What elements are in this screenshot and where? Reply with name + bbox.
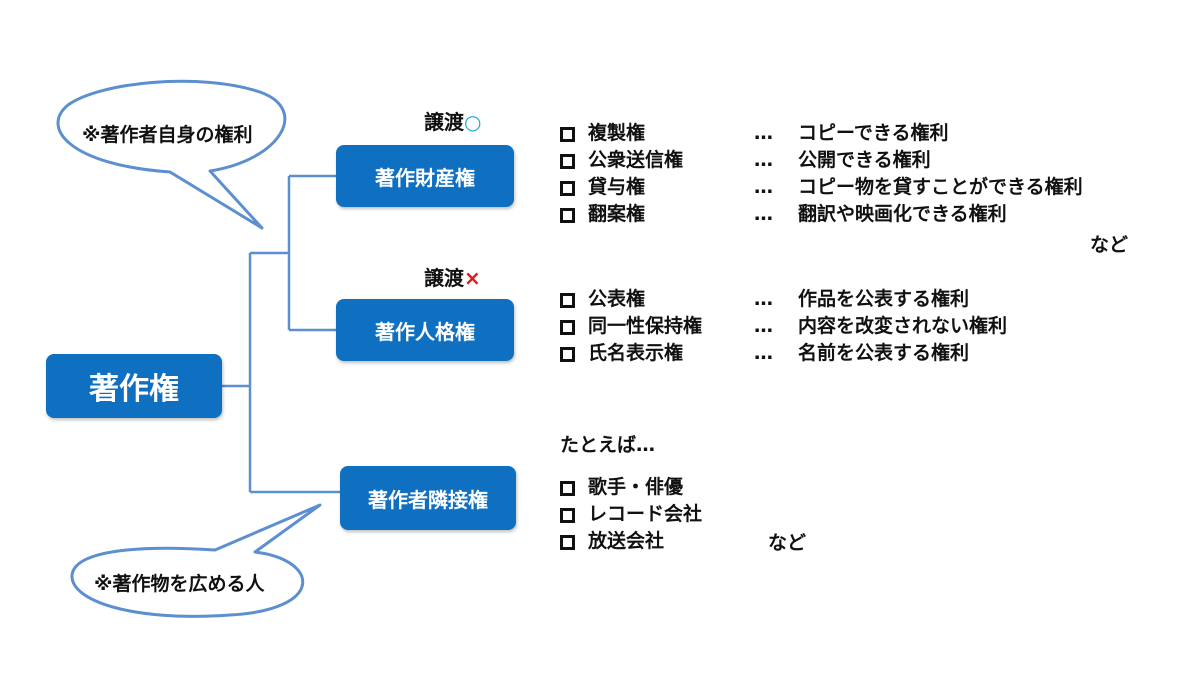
list-item: レコード会社 [560,501,860,528]
list-item-term: 公衆送信権 [588,149,684,171]
list-item-description: コピーできる権利 [798,122,949,144]
list-item-description: コピー物を貸すことができる権利 [798,176,1083,198]
list-item-separator: … [754,176,773,198]
circle-mark-icon: ○ [464,110,482,134]
list-item-term: 貸与権 [588,176,646,198]
checkbox-square-icon [560,127,575,142]
list-item: 同一性保持権 … 内容を改変されない権利 [560,313,1160,340]
list-item-term: 歌手・俳優 [588,476,684,498]
list-item-separator: … [754,122,773,144]
list-item-description: 内容を改変されない権利 [798,315,1008,337]
node-copyright: 著作権 [46,354,222,418]
callout-bottom-text: ※著作物を広める人 [94,573,265,595]
transfer-label: 譲渡 [424,266,464,290]
callout-bubble-top [56,79,287,230]
list-item-term: 翻案権 [588,203,646,225]
checkbox-square-icon [560,535,575,550]
checkbox-square-icon [560,320,575,335]
list-item-separator: … [754,315,773,337]
transfer-property: 譲渡○ [424,106,481,135]
list-item-term: レコード会社 [588,503,703,525]
list-item: 貸与権 … コピー物を貸すことができる権利 [560,174,1160,201]
list-item-term: 複製権 [588,122,646,144]
callout-bubble-bottom [70,503,322,618]
checkbox-square-icon [560,347,575,362]
property-etc-label: など [1090,234,1129,256]
list-item-separator: … [754,288,773,310]
checkbox-square-icon [560,293,575,308]
list-item-term: 同一性保持権 [588,315,703,337]
property-rights-list: 複製権 … コピーできる権利 公衆送信権 … 公開できる権利 貸与権 … コピー… [560,120,1160,228]
node-neighboring-rights: 著作者隣接権 [340,466,516,530]
checkbox-square-icon [560,481,575,496]
list-item: 翻案権 … 翻訳や映画化できる権利 [560,201,1160,228]
list-item-description: 名前を公表する権利 [798,342,970,364]
list-item-term: 氏名表示権 [588,342,684,364]
node-property-rights: 著作財産権 [336,145,514,207]
transfer-moral: 譲渡× [424,262,481,291]
checkbox-square-icon [560,508,575,523]
checkbox-square-icon [560,208,575,223]
list-item: 公表権 … 作品を公表する権利 [560,286,1160,313]
cross-mark-icon: × [464,266,481,290]
list-item-separator: … [754,342,773,364]
list-item-description: 作品を公表する権利 [798,288,970,310]
list-item-term: 放送会社 [588,530,665,552]
list-item-description: 翻訳や映画化できる権利 [798,203,1007,225]
list-item-term: 公表権 [588,288,646,310]
neighboring-intro: たとえば… [560,434,656,456]
transfer-label: 譲渡 [424,110,464,134]
list-item: 公衆送信権 … 公開できる権利 [560,147,1160,174]
checkbox-square-icon [560,154,575,169]
list-item: 放送会社 [560,528,860,555]
callout-top-text: ※著作者自身の権利 [82,124,253,146]
list-item: 氏名表示権 … 名前を公表する権利 [560,340,1160,367]
list-item: 歌手・俳優 [560,474,860,501]
moral-rights-list: 公表権 … 作品を公表する権利 同一性保持権 … 内容を改変されない権利 氏名表… [560,286,1160,367]
neighboring-etc-label: など [768,532,807,554]
node-moral-rights: 著作人格権 [336,299,514,361]
neighboring-rights-list: 歌手・俳優 レコード会社 放送会社 [560,474,860,555]
list-item-description: 公開できる権利 [798,149,931,171]
list-item-separator: … [754,149,773,171]
list-item: 複製権 … コピーできる権利 [560,120,1160,147]
list-item-separator: … [754,203,773,225]
connector-root-trunk [222,174,340,494]
checkbox-square-icon [560,181,575,196]
